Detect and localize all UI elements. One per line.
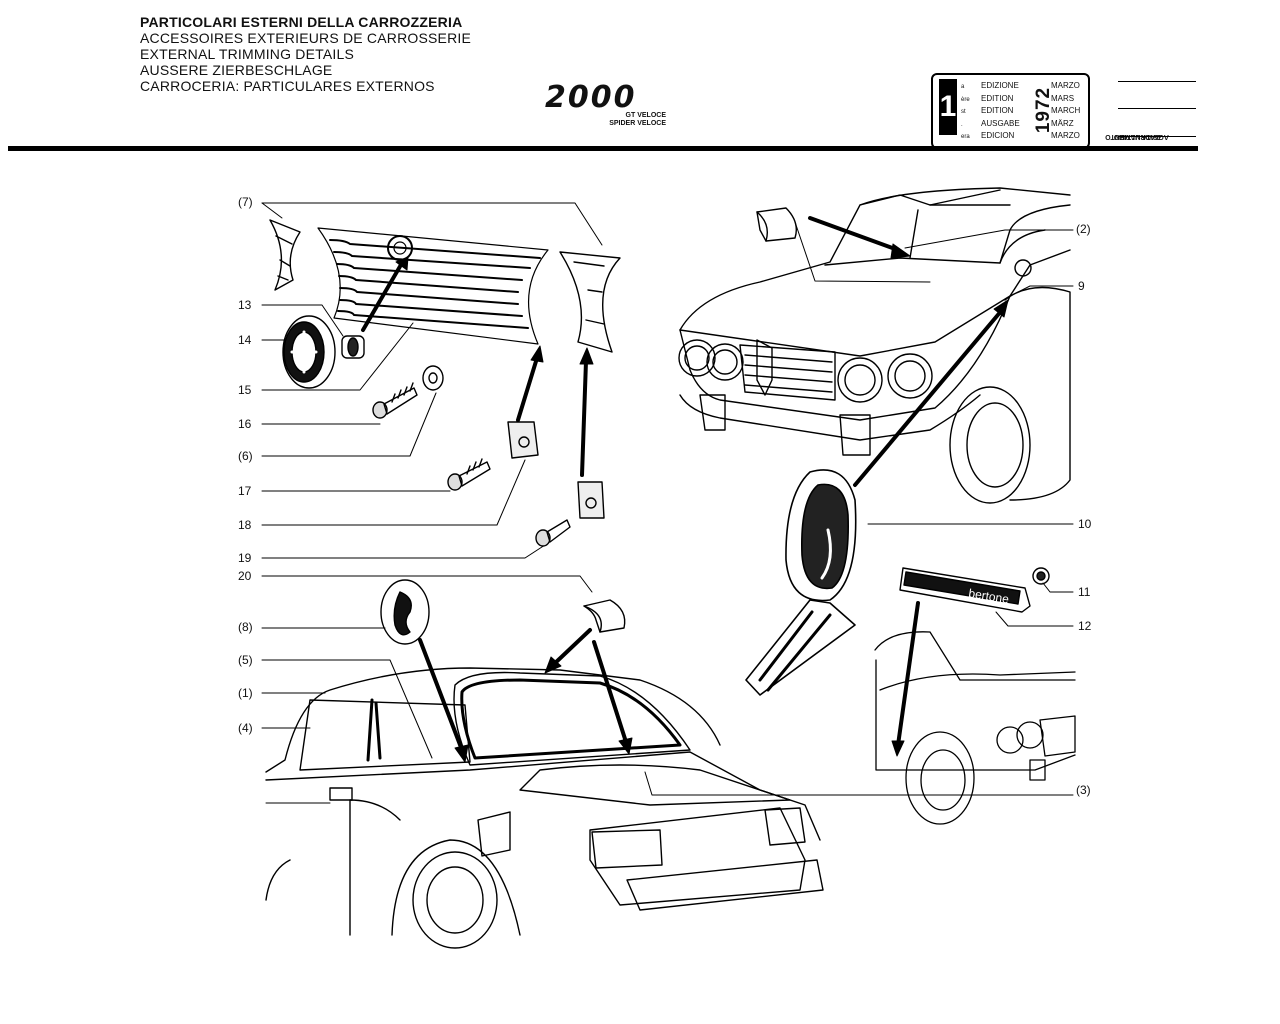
callout-1: (1) (238, 686, 253, 700)
clip-grille-right (577, 481, 605, 519)
edition-word-es: EDICION (981, 131, 1015, 141)
callout-8: (8) (238, 620, 253, 634)
callout-19: 19 (238, 551, 252, 565)
badge-label: bertone (968, 586, 1011, 606)
callout-6: (6) (238, 449, 253, 463)
title-italian: PARTICOLARI ESTERNI DELLA CARROZZERIA (140, 14, 463, 30)
month-es: MARZO (1051, 131, 1080, 141)
callout-7: (7) (238, 195, 253, 209)
rear-car (265, 667, 824, 949)
variant-gt-veloce: GT VELOCE (625, 112, 666, 119)
callout-11: 11 (1078, 585, 1091, 599)
sup-fr: ère (961, 96, 970, 103)
callout-4: (4) (238, 721, 253, 735)
edition-words: EDIZIONE EDITION EDITION AUSGABE EDICION (981, 80, 1020, 143)
clip-20 (583, 599, 626, 633)
callout-15: 15 (238, 383, 252, 397)
front-car (678, 187, 1071, 504)
edition-word-en: EDITION (981, 106, 1014, 116)
model-variants: GT VELOCE SPIDER VELOCE (602, 112, 666, 128)
title-spanish: CARROCERIA: PARTICULARES EXTERNOS (140, 78, 435, 94)
callout-10: 10 (1078, 517, 1092, 531)
callout-3: (3) (1076, 783, 1091, 797)
callout-2: (2) (1076, 222, 1091, 236)
edition-superscripts: a ère st . era (961, 81, 970, 144)
edition-months: MARZO MARS MARCH MÄRZ MARZO (1051, 80, 1080, 143)
edition-box: 1 a ère st . era EDIZIONE EDITION EDITIO… (931, 73, 1090, 149)
screw-19 (535, 519, 571, 547)
front-emblem (282, 315, 336, 389)
title-block: PARTICOLARI ESTERNI DELLA CARROZZERIA AC… (140, 14, 560, 94)
title-french: ACCESSOIRES EXTERIEURS DE CARROSSERIE (140, 30, 472, 46)
edition-word-it: EDIZIONE (981, 81, 1019, 90)
sup-it: a (961, 84, 965, 90)
variant-spider-veloce: SPIDER VELOCE (609, 120, 666, 127)
title-english: EXTERNAL TRIMMING DETAILS (140, 46, 354, 62)
screw-17 (447, 458, 491, 491)
callout-9: 9 (1078, 279, 1085, 293)
grille-side-right (559, 251, 621, 353)
callout-17: 17 (238, 484, 252, 498)
callout-16: 16 (238, 417, 252, 431)
model-logo: 2000 (545, 80, 637, 115)
callout-20: 20 (238, 569, 252, 583)
washer-6 (422, 365, 444, 391)
sup-de: . (961, 121, 963, 128)
month-fr: MARS (1051, 93, 1075, 103)
callout-12: 12 (1078, 619, 1092, 633)
bush-13 (341, 335, 365, 359)
callout-14: 14 (238, 333, 252, 347)
month-de: MÄRZ (1051, 118, 1074, 128)
spider-front-car (874, 631, 1076, 825)
clip-18 (507, 421, 539, 459)
door-mirror (745, 469, 857, 696)
grille-side-left (269, 219, 301, 291)
bertone-badge (899, 567, 1031, 613)
clip-2 (756, 207, 798, 242)
callout-5: (5) (238, 653, 253, 667)
update-line (1118, 108, 1196, 109)
edition-number: 1 (939, 79, 957, 135)
edition-word-de: AUSGABE (981, 118, 1020, 128)
callout-13: 13 (238, 298, 252, 312)
sup-en: st (961, 109, 966, 116)
update-line (1118, 136, 1196, 137)
header-rule (8, 146, 1198, 151)
update-line (1118, 81, 1196, 82)
month-it: MARZO (1051, 81, 1080, 90)
callout-18: 18 (238, 518, 252, 532)
sup-es: era (961, 134, 970, 141)
title-german: AUSSERE ZIERBESCHLAGE (140, 62, 333, 78)
fastener-11 (1032, 567, 1050, 585)
month-en: MARCH (1051, 106, 1081, 116)
rear-emblem (380, 579, 430, 645)
leader-lines (261, 202, 1074, 804)
screw-16 (372, 382, 418, 419)
front-grille (317, 227, 549, 345)
edition-word-fr: EDITION (981, 93, 1014, 103)
